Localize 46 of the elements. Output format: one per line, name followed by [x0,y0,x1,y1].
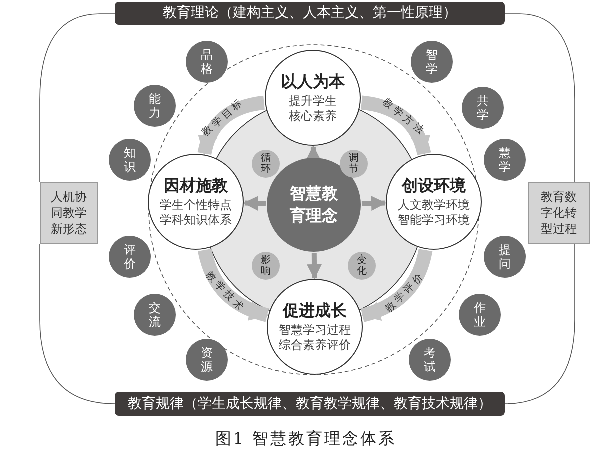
edge-label: 教学技术 [203,270,248,316]
side-box [528,182,590,244]
outer-circle-text: 考试 [424,346,436,374]
stage-text: 提升学生核心素养 [289,94,337,124]
stage-text: 学生个性特点学科知识体系 [160,198,232,228]
small-circle-text: 影响 [261,255,271,277]
outer-circle-text: 交流 [149,301,161,329]
outer-circle-text: 作业 [474,301,486,329]
center-title: 智慧教育理念 [290,183,338,227]
outer-circle-text: 慧学 [499,146,511,174]
arrow [362,196,387,212]
banner [115,2,505,25]
arrow [307,252,322,280]
small-circle-text: 变化 [357,255,367,277]
outer-circle-text: 资源 [201,346,213,374]
stage-title: 因材施教 [164,176,228,196]
banner-text: 教育理论（建构主义、人本主义、第一性原理） [163,4,457,23]
edge-label: 教学评价 [383,270,428,316]
stage-title: 创设环境 [402,176,466,196]
side-text: 人机协同教学新形态 [51,189,87,237]
side-box [40,182,98,244]
outer-circle-text: 评价 [124,243,136,271]
curved-arrow [198,248,270,322]
outer-circle-text: 知识 [124,146,136,174]
outer-circle-text: 提问 [499,243,511,271]
side-text: 教育数字化转型过程 [541,189,577,237]
stage-title: 促进成长 [283,301,347,321]
arrow [243,196,266,212]
banner [115,392,505,416]
banner-text: 教育规律（学生成长规律、教育教学规律、教育技术规律） [128,394,492,414]
outer-circle-text: 共学 [477,94,489,122]
outer-circle-text: 品格 [201,48,213,76]
edge-label: 教学方法 [380,97,428,140]
curved-arrow [360,248,433,322]
stage-title: 以人为本 [281,72,345,92]
stage-text: 智慧学习过程综合素养评价 [279,323,351,353]
small-circle-text: 调节 [349,153,359,175]
small-circle-text: 循环 [261,153,271,175]
stage-text: 人文教学环境智能学习环境 [398,198,470,228]
outer-circle-text: 智学 [426,48,438,76]
curved-arrow [360,96,432,156]
arrow [306,146,322,161]
edge-label: 教学目标 [200,96,248,140]
caption: 图1 智慧教育理念体系 [214,428,398,450]
curved-arrow [198,96,266,156]
outer-circle-text: 能力 [149,92,161,120]
